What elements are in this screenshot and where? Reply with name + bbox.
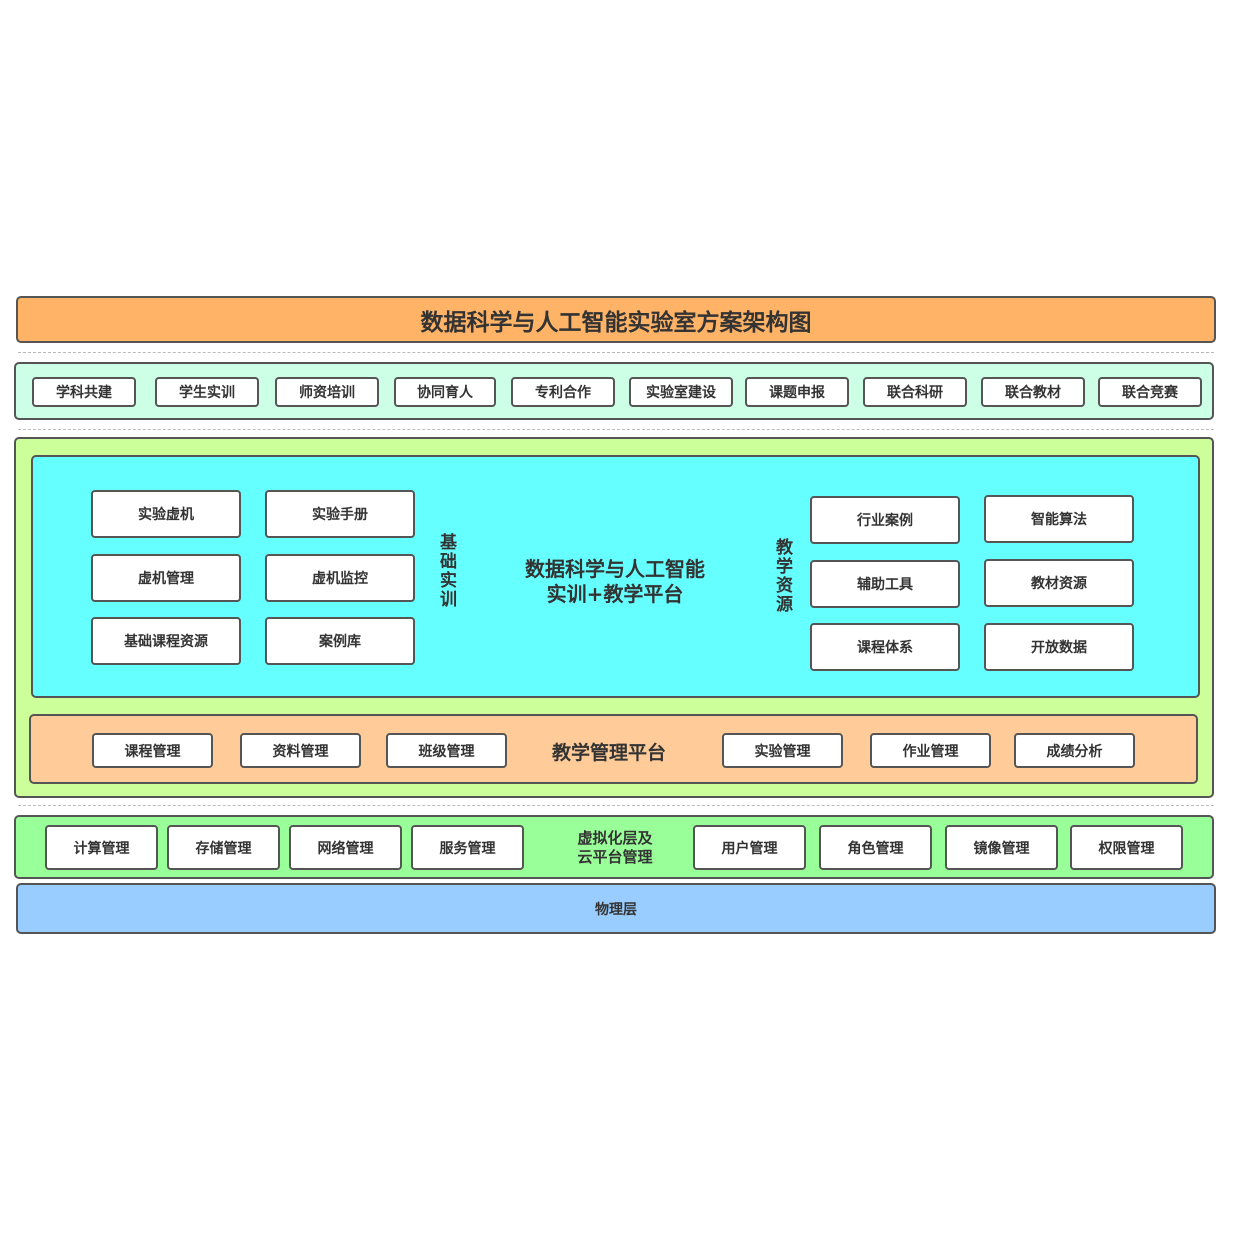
virt-item: 计算管理 xyxy=(45,825,158,870)
basic-item: 虚机管理 xyxy=(91,554,241,602)
coop-item: 学生实训 xyxy=(155,377,259,407)
mgmt-item: 作业管理 xyxy=(870,733,991,768)
cooperation-layer: 学科共建 学生实训 师资培训 协同育人 专利合作 实验室建设 课题申报 联合科研… xyxy=(14,362,1214,420)
training-platform-panel: 实验虚机 实验手册 虚机管理 虚机监控 基础课程资源 案例库 基础实训 数据科学… xyxy=(31,455,1200,698)
coop-item: 联合教材 xyxy=(981,377,1085,407)
management-title: 教学管理平台 xyxy=(552,742,667,764)
physical-layer: 物理层 xyxy=(16,883,1216,934)
platform-title-line1: 数据科学与人工智能 xyxy=(525,557,705,581)
virt-item: 存储管理 xyxy=(167,825,280,870)
mgmt-item: 班级管理 xyxy=(386,733,507,768)
mgmt-item: 资料管理 xyxy=(240,733,361,768)
resource-item: 开放数据 xyxy=(984,623,1134,671)
basic-item: 基础课程资源 xyxy=(91,617,241,665)
coop-item: 联合科研 xyxy=(863,377,967,407)
mgmt-item: 成绩分析 xyxy=(1014,733,1135,768)
platform-title-line2: 实训+教学平台 xyxy=(546,582,684,606)
resource-item: 辅助工具 xyxy=(810,560,960,608)
virtualization-title-line2: 云平台管理 xyxy=(577,848,653,866)
mgmt-item: 实验管理 xyxy=(722,733,843,768)
resource-item: 智能算法 xyxy=(984,495,1134,543)
resource-item: 行业案例 xyxy=(810,496,960,544)
divider xyxy=(18,352,1214,353)
basic-item: 虚机监控 xyxy=(265,554,415,602)
platform-title: 数据科学与人工智能 实训+教学平台 xyxy=(485,557,745,607)
basic-item: 案例库 xyxy=(265,617,415,665)
coop-item: 师资培训 xyxy=(275,377,379,407)
divider xyxy=(18,805,1214,806)
divider xyxy=(18,429,1214,430)
basic-training-label: 基础实训 xyxy=(436,533,456,609)
virtualization-title: 虚拟化层及 云平台管理 xyxy=(545,829,685,867)
coop-item: 学科共建 xyxy=(32,377,136,407)
virt-item: 角色管理 xyxy=(819,825,932,870)
virt-item: 网络管理 xyxy=(289,825,402,870)
coop-item: 联合竞赛 xyxy=(1098,377,1202,407)
virt-item: 服务管理 xyxy=(411,825,524,870)
resource-item: 教材资源 xyxy=(984,559,1134,607)
virt-item: 镜像管理 xyxy=(945,825,1058,870)
teaching-management-panel: 课程管理 资料管理 班级管理 教学管理平台 实验管理 作业管理 成绩分析 xyxy=(29,714,1198,784)
mgmt-item: 课程管理 xyxy=(92,733,213,768)
coop-item: 课题申报 xyxy=(745,377,849,407)
coop-item: 专利合作 xyxy=(511,377,615,407)
coop-item: 实验室建设 xyxy=(629,377,733,407)
virtualization-layer: 计算管理 存储管理 网络管理 服务管理 虚拟化层及 云平台管理 用户管理 角色管… xyxy=(14,815,1214,879)
virtualization-title-line1: 虚拟化层及 xyxy=(577,829,653,847)
virt-item: 用户管理 xyxy=(693,825,806,870)
resource-item: 课程体系 xyxy=(810,623,960,671)
diagram-title: 数据科学与人工智能实验室方案架构图 xyxy=(16,296,1216,343)
teaching-resources-label: 教学资源 xyxy=(772,538,792,614)
coop-item: 协同育人 xyxy=(394,377,496,407)
virt-item: 权限管理 xyxy=(1070,825,1183,870)
basic-item: 实验虚机 xyxy=(91,490,241,538)
basic-item: 实验手册 xyxy=(265,490,415,538)
